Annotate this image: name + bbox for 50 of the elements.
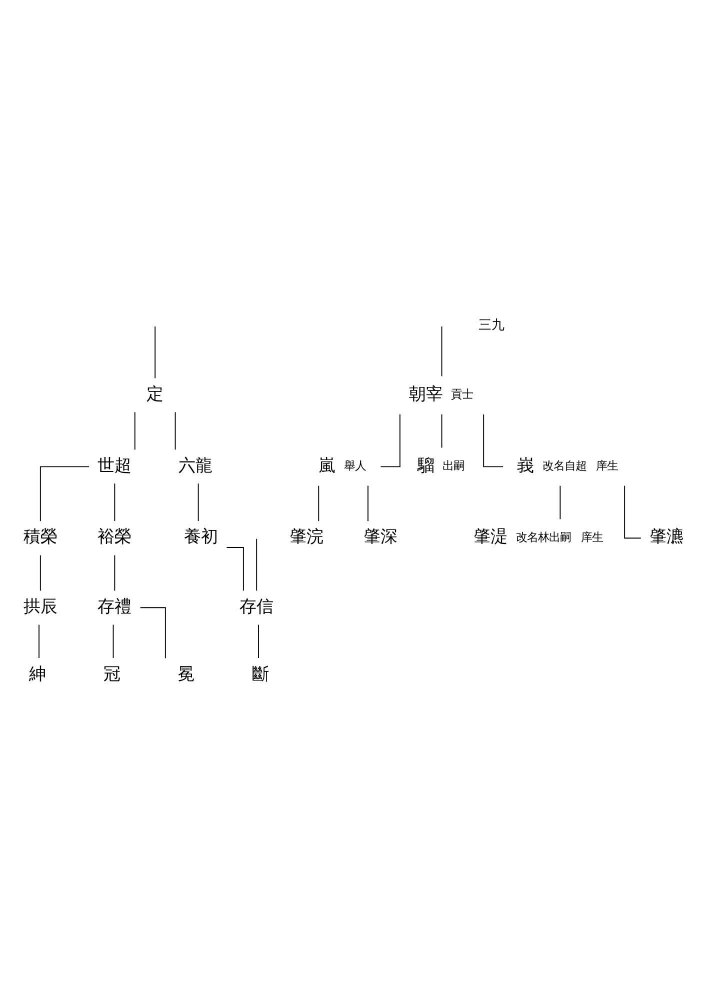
node-text: 六龍 (178, 454, 213, 474)
connector (256, 538, 258, 591)
label: 三九 (478, 318, 505, 333)
connector (560, 484, 561, 520)
node-text: 嵐 (318, 454, 336, 474)
connector (226, 546, 244, 591)
node-text: 肇深 (364, 526, 398, 546)
node-text: 積榮 (23, 526, 58, 546)
node-text: 養初 (184, 526, 218, 546)
node-text: 朝宰 (408, 382, 443, 403)
node-text: 冕 (178, 662, 195, 683)
node-label: 庠生 (596, 459, 618, 472)
connector (140, 606, 166, 658)
node-text: 肇瀌 (649, 526, 684, 546)
connector (174, 411, 176, 450)
node-label: 出嗣 (442, 459, 465, 472)
node-text: 斷 (252, 662, 269, 683)
node-label: 舉人 (344, 459, 366, 472)
connector (114, 482, 116, 521)
node-text: 峩 (516, 454, 534, 474)
node-label: 改名自超 (542, 459, 586, 472)
connector (38, 624, 40, 658)
connector (318, 484, 320, 522)
node-text: 肇湜 (474, 526, 508, 546)
connector (154, 325, 156, 378)
connector (198, 482, 199, 521)
node-label: 改名林出嗣 (516, 530, 572, 544)
connector (380, 413, 400, 467)
connector (258, 624, 259, 658)
connector (441, 413, 442, 448)
connector (40, 554, 41, 591)
node-text: 世超 (98, 454, 132, 474)
connector (441, 325, 442, 376)
node-text: 冠 (103, 662, 120, 683)
node-label: 貢士 (451, 388, 474, 401)
connector (624, 484, 642, 538)
node-label: 庠生 (580, 530, 603, 544)
node-text: 定 (146, 382, 164, 403)
node-text: 拱辰 (23, 595, 58, 616)
connector (114, 554, 116, 591)
connector (483, 413, 504, 467)
node-text: 肇浣 (289, 526, 324, 546)
node-text: 裕榮 (98, 526, 132, 546)
node-text: 存信 (240, 595, 274, 616)
node-text: 騮 (417, 454, 434, 474)
node-text: 存禮 (98, 595, 132, 616)
connector (134, 411, 136, 450)
connector (112, 624, 114, 658)
node-text: 紳 (29, 662, 46, 683)
connector (40, 466, 90, 522)
